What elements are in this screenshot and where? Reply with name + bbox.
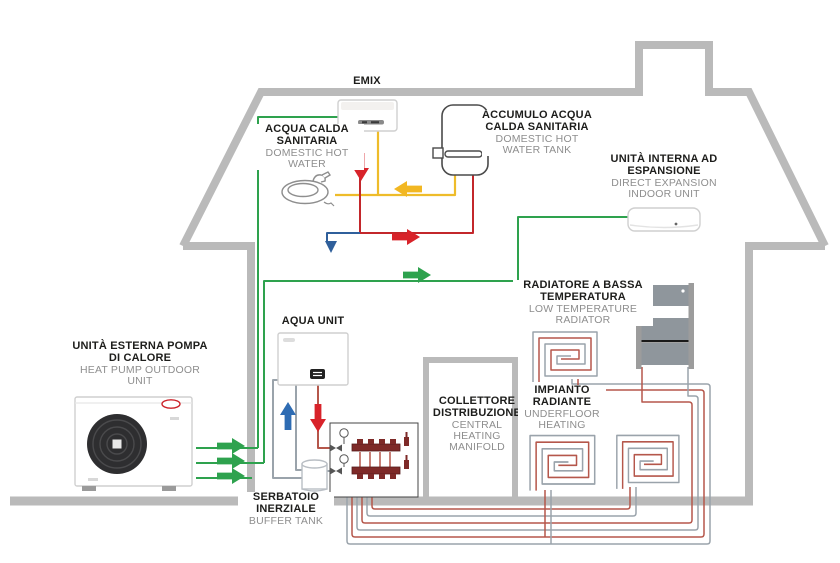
- flow-arrow-green-1: [217, 438, 245, 454]
- buffer-tank-illustration: [301, 459, 328, 492]
- sink-icon: [281, 171, 335, 207]
- tank-handle-icon: [432, 147, 444, 159]
- valve-icon: [330, 444, 342, 475]
- underfloor-loop-bottom-right: [616, 434, 680, 490]
- aqua-unit-illustration: [277, 332, 349, 386]
- underfloor-loop-bottom-left: [529, 434, 596, 492]
- air-vent-icon: [404, 432, 409, 469]
- dhw-lines: [325, 131, 474, 253]
- control-display-icon: [310, 369, 325, 379]
- radiator-illustration: [636, 283, 694, 369]
- dhw-tank-illustration: [432, 104, 489, 176]
- flow-arrow-red-down-aqua: [310, 404, 326, 432]
- house-outline: [10, 41, 829, 506]
- emix-unit: [337, 99, 398, 132]
- underfloor-loop-top: [532, 331, 598, 383]
- pressure-gauge-icon: [339, 428, 349, 467]
- flow-arrow-red-right: [392, 229, 420, 245]
- door-frame: [423, 357, 518, 499]
- flow-arrow-green-3: [217, 468, 245, 484]
- argo-logo: [161, 399, 181, 409]
- flow-arrow-red-down-emix: [353, 153, 369, 181]
- cold-water-inlet-icon: [325, 241, 337, 253]
- flow-arrow-green-2: [217, 453, 245, 469]
- heating-distribution-pipes: [346, 367, 711, 545]
- outdoor-unit-illustration: [74, 396, 193, 491]
- manifold-assembly: [329, 422, 419, 498]
- argo-logo-small: [283, 338, 295, 342]
- indoor-unit-illustration: [627, 207, 701, 232]
- flow-arrow-blue-up: [280, 402, 296, 430]
